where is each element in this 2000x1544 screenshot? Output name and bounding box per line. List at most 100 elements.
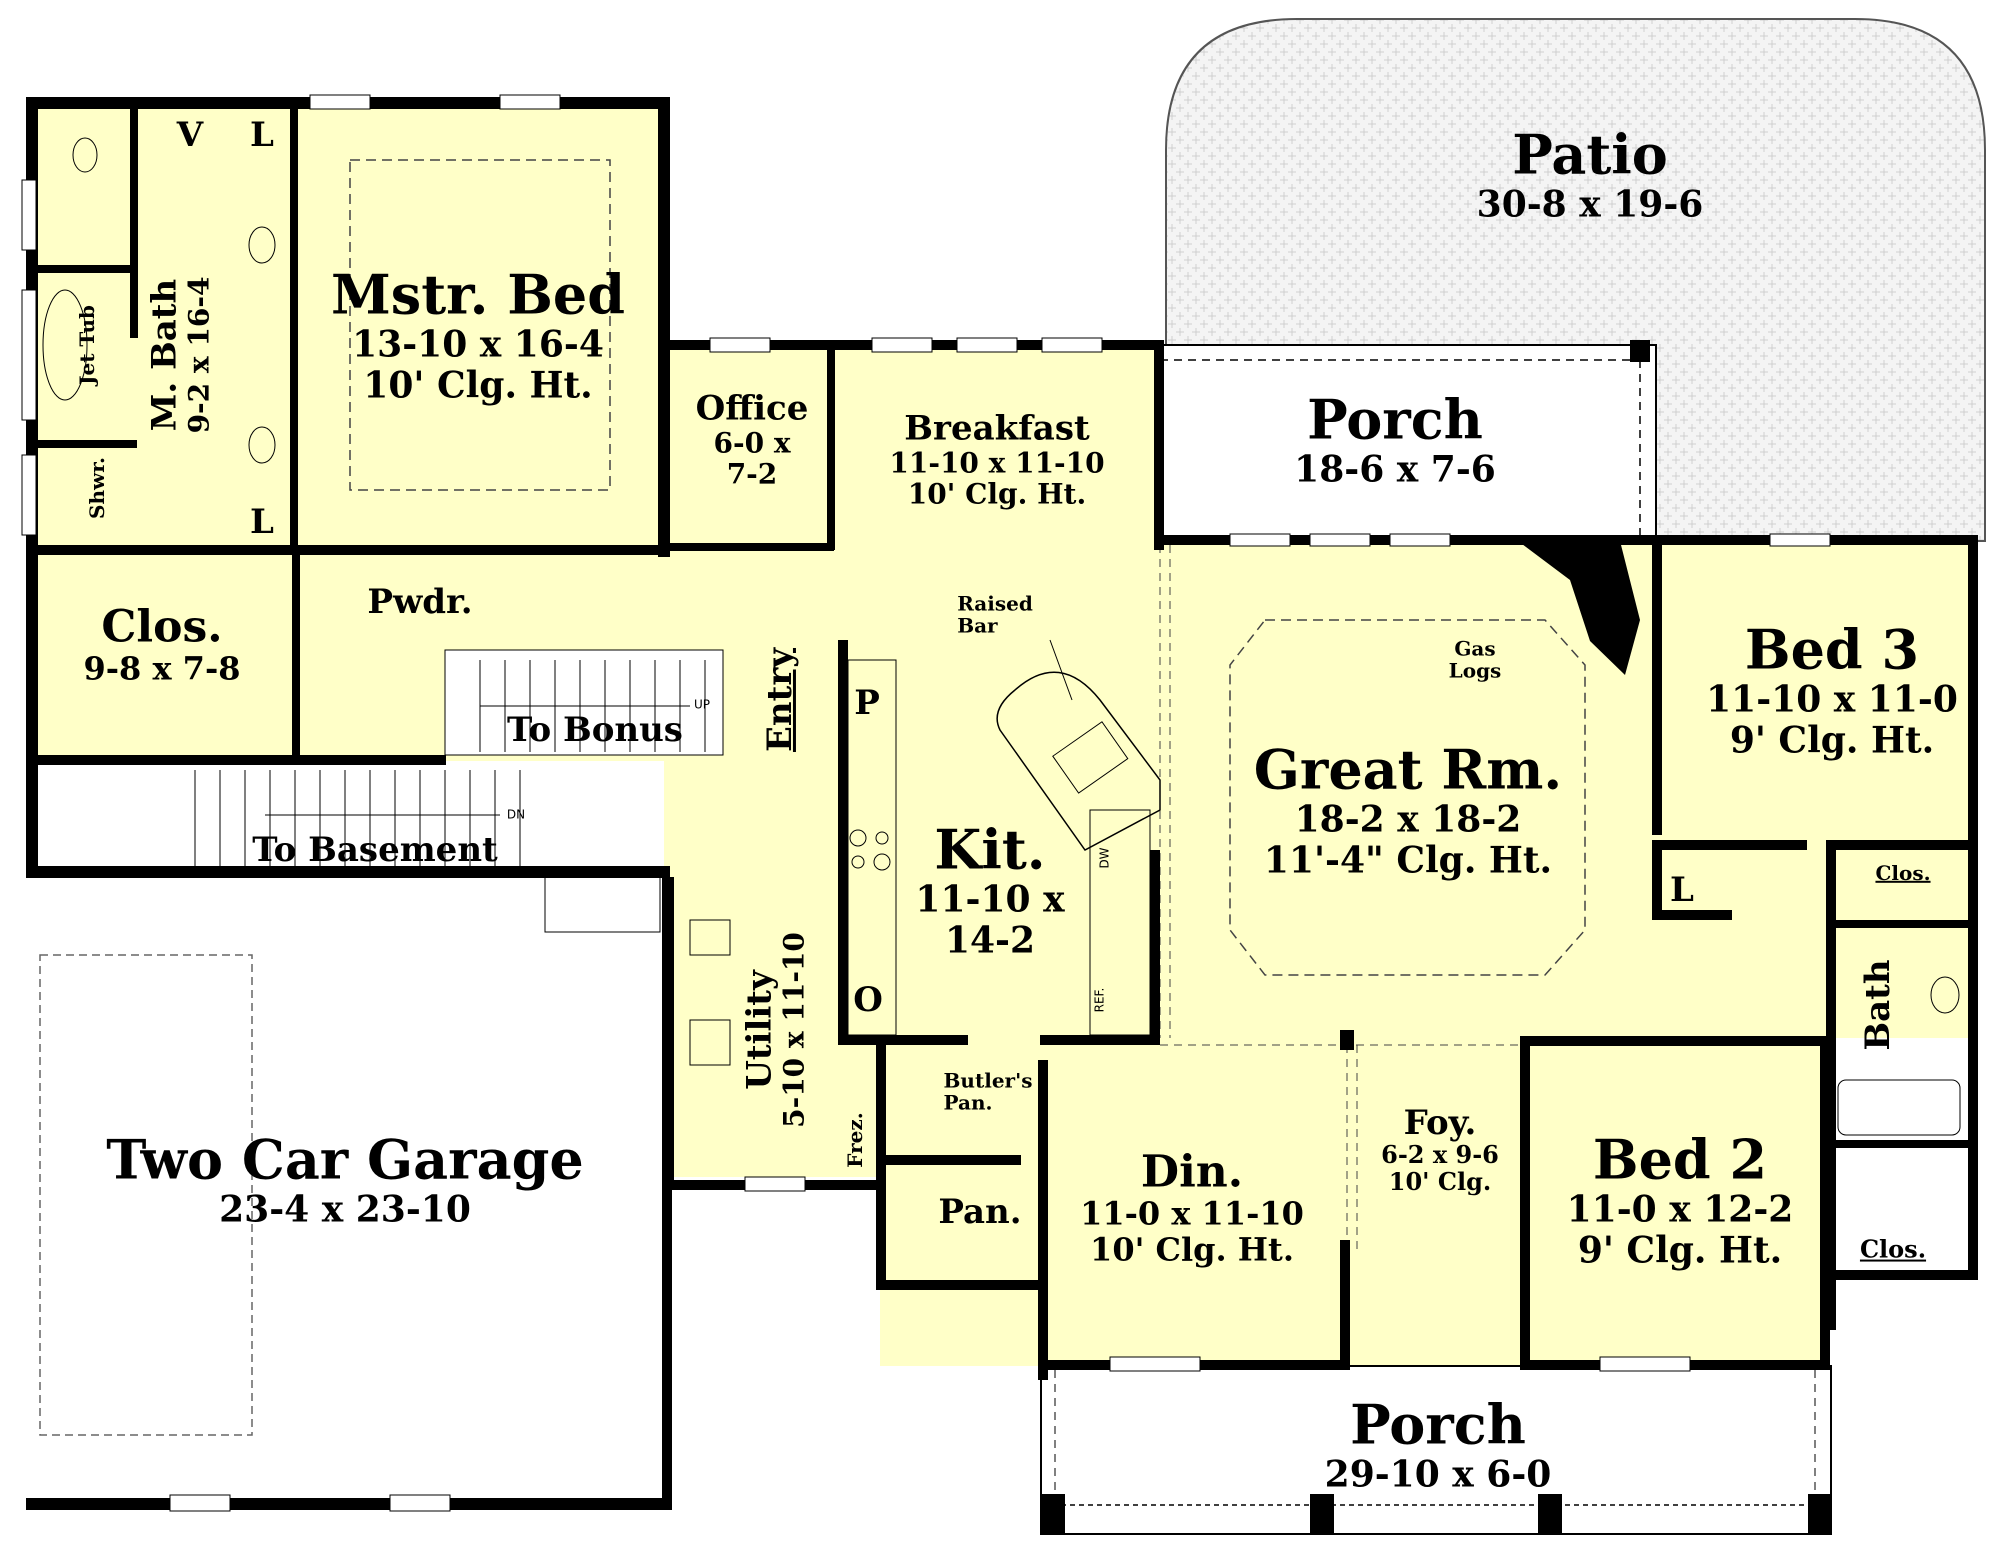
room-label-office: Office 6-0 x 7-2 <box>696 390 809 491</box>
room-dims: 11-0 x 12-2 <box>1566 1188 1794 1231</box>
room-ceiling: 9' Clg. Ht. <box>1577 1229 1783 1272</box>
room-label-master-bed: Mstr. Bed 13-10 x 16-4 10' Clg. Ht. <box>331 262 625 407</box>
rear-porch-area <box>1159 344 1657 542</box>
label-line: Raised <box>957 591 1033 616</box>
room-label-garage: Two Car Garage 23-4 x 23-10 <box>106 1127 584 1232</box>
bed3-closet-label: Clos. <box>1875 860 1931 885</box>
pantry-cabinet-label: P <box>854 684 880 722</box>
fixture-name: Shwr. <box>84 457 109 519</box>
room-name: Porch <box>1307 387 1483 452</box>
label-line: Gas <box>1454 636 1496 661</box>
room-ceiling: 9' Clg. Ht. <box>1729 719 1935 762</box>
fixture-name: P <box>854 682 880 723</box>
garage-area <box>32 877 670 1508</box>
fixture-name: Jet Tub <box>74 305 99 385</box>
butlers-pantry-label: Butler's Pan. <box>943 1068 1033 1115</box>
fixture-name: L <box>1670 869 1694 910</box>
room-name: Office <box>695 388 809 429</box>
room-dims: 11-10 x <box>915 878 1065 921</box>
fixture-name: V <box>176 114 204 155</box>
room-name: Utility <box>739 970 780 1090</box>
room-label-utility: Utility 5-10 x 11-10 <box>739 932 811 1128</box>
room-dims: 11-10 x 11-10 <box>889 446 1105 480</box>
shower-label: Shwr. <box>84 457 109 519</box>
room-label-rear-porch: Porch 18-6 x 7-6 <box>1294 387 1496 492</box>
room-name: Two Car Garage <box>106 1127 584 1192</box>
room-dims: 5-10 x 11-10 <box>777 932 811 1128</box>
room-dims: 30-8 x 19-6 <box>1476 184 1704 227</box>
room-label-entry: Entry <box>760 648 800 752</box>
jet-tub-label: Jet Tub <box>74 305 99 385</box>
room-ceiling: 10' Clg. Ht. <box>363 364 593 407</box>
linen-bottom-label: L <box>250 503 274 541</box>
room-name: Clos. <box>101 601 223 653</box>
oven-label: O <box>853 981 883 1019</box>
room-dims: 14-2 <box>944 919 1036 962</box>
label-line: Butler's <box>943 1068 1033 1093</box>
stairs-name: To Basement <box>252 829 498 870</box>
gas-logs-label: Gas Logs <box>1448 636 1502 683</box>
room-name: Bath <box>1857 959 1898 1051</box>
bed2-closet-label: Clos. <box>1859 1234 1927 1264</box>
room-label-powder: Pwdr. <box>367 583 472 621</box>
room-name: Mstr. Bed <box>331 262 625 327</box>
room-ceiling: 10' Clg. Ht. <box>1090 1230 1294 1269</box>
stairs-name: To Bonus <box>507 709 683 750</box>
room-dims: 11-10 x 11-0 <box>1706 678 1958 721</box>
room-label-great-room: Great Rm. 18-2 x 18-2 11'-4" Clg. Ht. <box>1254 739 1562 881</box>
room-dims: 18-6 x 7-6 <box>1294 449 1496 492</box>
room-name: Bed 3 <box>1744 617 1920 682</box>
room-name: Porch <box>1350 1392 1526 1457</box>
room-dims: 11-0 x 11-10 <box>1080 1194 1304 1233</box>
bonus-stairs <box>444 649 724 756</box>
room-label-breakfast: Breakfast 11-10 x 11-10 10' Clg. Ht. <box>889 410 1104 511</box>
room-name: Clos. <box>1875 860 1931 885</box>
basement-stairs <box>40 765 540 871</box>
room-label-bed3: Bed 3 11-10 x 11-0 9' Clg. Ht. <box>1706 617 1958 762</box>
room-ceiling: 10' Clg. <box>1388 1167 1492 1197</box>
room-label-front-porch: Porch 29-10 x 6-0 <box>1324 1392 1552 1497</box>
room-dims: 9-2 x 16-4 <box>182 276 216 434</box>
room-name: Bed 2 <box>1592 1127 1768 1192</box>
room-label-patio: Patio 30-8 x 19-6 <box>1476 122 1704 227</box>
linen-hall-label: L <box>1670 871 1694 909</box>
room-dims: 6-2 x 9-6 <box>1381 1140 1499 1170</box>
front-porch-area <box>1040 1365 1832 1535</box>
room-dims: 29-10 x 6-0 <box>1324 1454 1552 1497</box>
room-name: Foy. <box>1403 1103 1477 1144</box>
room-name: Clos. <box>1859 1234 1927 1264</box>
room-dims: 13-10 x 16-4 <box>352 323 604 366</box>
freezer-label: Frez. <box>842 1112 867 1168</box>
stairs-bonus-label: To Bonus <box>507 711 683 749</box>
room-name: M. Bath <box>144 278 185 432</box>
vanity-label: V <box>177 116 203 154</box>
room-name: Patio <box>1512 122 1668 187</box>
room-label-hall-bath: Bath <box>1857 959 1898 1051</box>
room-label-kitchen: Kit. 11-10 x 14-2 <box>915 819 1065 962</box>
refrigerator-label: REF. <box>1092 987 1107 1013</box>
fixture-name: O <box>853 979 883 1020</box>
dishwasher-label: DW <box>1097 847 1112 869</box>
label-line: Bar <box>957 614 998 638</box>
room-dims: 18-2 x 18-2 <box>1294 798 1522 841</box>
room-label-foyer: Foy. 6-2 x 9-6 10' Clg. <box>1381 1104 1499 1196</box>
room-label-master-closet: Clos. 9-8 x 7-8 <box>84 602 241 687</box>
room-dims: 23-4 x 23-10 <box>219 1189 471 1232</box>
windows <box>21 94 1831 1512</box>
label-line: Logs <box>1448 659 1502 683</box>
fixture-name: Frez. <box>842 1112 867 1168</box>
room-name: Pwdr. <box>367 581 473 622</box>
raised-bar-label: Raised Bar <box>957 591 1033 638</box>
room-label-bed2: Bed 2 11-0 x 12-2 9' Clg. Ht. <box>1566 1127 1794 1272</box>
fixture-name: L <box>250 114 274 155</box>
room-dims: 7-2 <box>726 458 778 492</box>
room-label-pantry: Pan. <box>938 1193 1021 1231</box>
room-ceiling: 10' Clg. Ht. <box>907 478 1087 512</box>
stairs-down-label: DN <box>506 807 526 822</box>
room-name: Din. <box>1140 1146 1244 1198</box>
stairs-up-label: UP <box>693 697 711 712</box>
room-label-master-bath: M. Bath 9-2 x 16-4 <box>144 276 216 434</box>
fixture-name: L <box>250 501 274 542</box>
label-line: Pan. <box>943 1091 993 1115</box>
